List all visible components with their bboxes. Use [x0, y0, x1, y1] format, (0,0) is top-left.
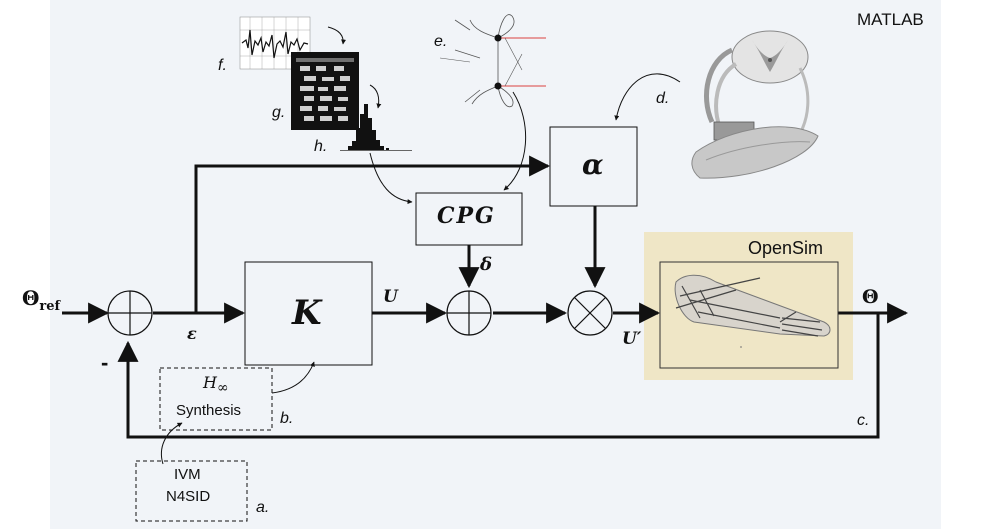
annotation-f: f. — [218, 57, 227, 74]
theta-ref-label: Θref — [22, 286, 60, 314]
spectrogram-icon — [291, 52, 359, 130]
multiplier-junction — [567, 290, 613, 336]
opensim-frame — [659, 261, 839, 369]
matlab-label: MATLAB — [857, 10, 924, 29]
alpha-block — [549, 126, 638, 207]
annotation-g: g. — [272, 104, 286, 121]
hinf-block — [159, 367, 273, 431]
spectrogram-to-histogram-arrow — [369, 84, 382, 109]
annotation-a: a. — [256, 499, 270, 516]
spinal-cord-muscle-icon — [691, 30, 819, 179]
annotation-h: h. — [314, 138, 328, 155]
arm-skeleton-icon — [674, 274, 831, 348]
annotation-d: d. — [656, 90, 670, 107]
hinf-subscript: ∞ — [216, 380, 229, 396]
annotation-c: c. — [857, 412, 870, 429]
feedback-path — [117, 313, 880, 439]
id-to-hinf-arrow — [160, 422, 183, 465]
cpg-block — [415, 192, 523, 246]
theta-ref-symbol: Θ — [22, 286, 40, 310]
neuron-oscillator-icon — [439, 14, 546, 108]
controller-label: K — [292, 293, 322, 333]
spinal-to-alpha-arrow — [614, 73, 681, 121]
hinf-symbol: H∞ — [203, 373, 229, 396]
opensim-label: OpenSim — [748, 238, 824, 258]
identification-line1: IVM — [174, 466, 201, 483]
theta-output-label: Θ — [862, 286, 879, 308]
control-label: U — [383, 287, 398, 307]
negative-sign: - — [101, 350, 109, 375]
delta-label: δ — [480, 254, 493, 275]
controller-block — [244, 261, 373, 366]
theta-ref-subscript: ref — [39, 299, 61, 314]
annotation-b: b. — [280, 410, 294, 427]
sum-junction-2 — [446, 290, 492, 336]
waveform-to-spectrogram-arrow — [327, 26, 347, 45]
identification-line2: N4SID — [166, 488, 211, 505]
cpg-label: CPG — [437, 203, 496, 229]
oscillator-to-cpg-arrow — [503, 91, 527, 191]
modified-control-label: U′ — [622, 329, 642, 349]
hinf-synthesis-label: Synthesis — [176, 402, 242, 419]
annotation-e: e. — [434, 33, 448, 50]
histogram-to-cpg-arrow — [369, 152, 413, 205]
alpha-label: α — [582, 148, 604, 181]
error-label: ε — [187, 324, 197, 343]
sum-junction-1 — [107, 290, 153, 336]
error-to-alpha-path — [194, 155, 551, 313]
hinf-h: H — [203, 373, 217, 392]
hinf-to-k-arrow — [271, 361, 315, 394]
histogram-icon — [340, 104, 412, 151]
identification-block — [135, 460, 248, 522]
